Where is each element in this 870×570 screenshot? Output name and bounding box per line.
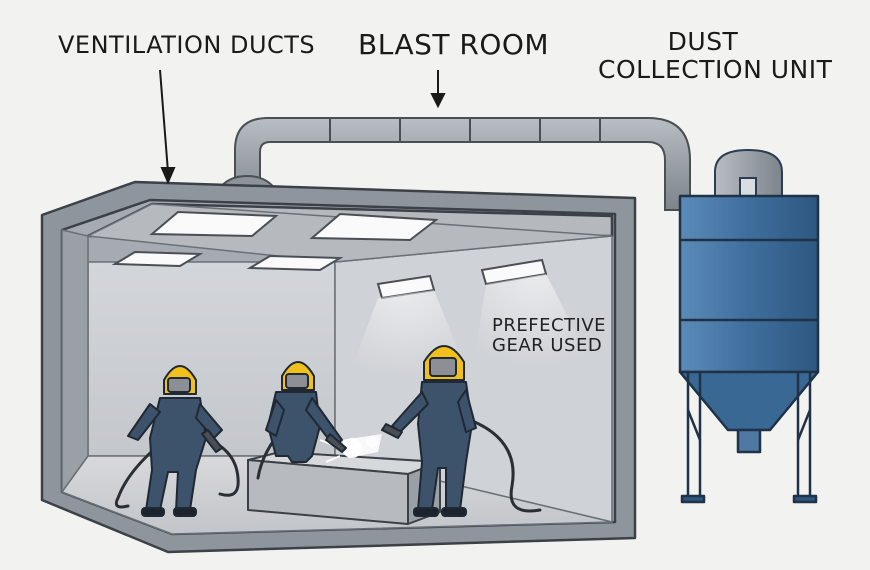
ceiling-lights [111,210,548,300]
dust-collection-unit-label: DUST COLLECTION UNIT [598,27,833,84]
arrow-ventilation-ducts [159,69,169,173]
collector-outlet-duct [714,148,783,197]
dust-collection-label-line1: DUST [667,27,739,56]
workpiece-block [247,451,441,525]
dust-collection-label-line2: COLLECTION UNIT [598,54,833,84]
blast-room-label: BLAST ROOM [358,28,550,61]
gear-label-line2: GEAR USED [492,334,603,356]
gear-label-line1: PREFECTIVE [492,315,607,336]
ventilation-ducts-label: VENTILATION DUCTS [58,31,316,59]
protective-gear-label: PREFECTIVE GEAR USED [492,316,606,356]
dust-collection-unit [678,194,820,504]
worker-2 [265,361,347,463]
abrasive-spray [319,434,382,463]
label-arrows [159,69,446,185]
worker-1 [127,365,223,517]
worker-3 [381,345,477,517]
